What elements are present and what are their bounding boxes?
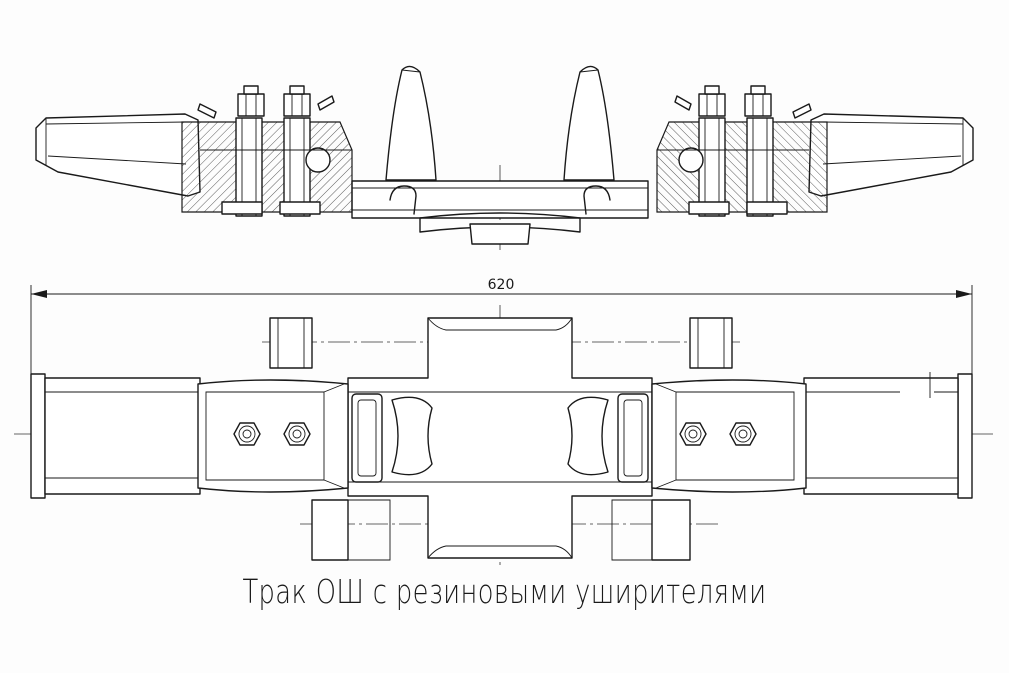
bottom-lug-right-plan [612,500,690,560]
side-view [36,66,973,250]
central-body-side [352,181,648,244]
bolt-nut-icon [284,423,310,445]
rubber-extender-right-plan [804,372,972,498]
top-lug-right-plan [690,318,732,368]
rubber-extender-right-side [809,114,973,196]
bolt-nut-icon [234,423,260,445]
bolt-nut-icon [730,423,756,445]
dimension-value: 620 [488,277,515,293]
cam-right-plan [568,397,608,474]
bottom-lug-left-plan [312,500,390,560]
window-right-plan [618,394,648,482]
clamp-assembly-left-side [182,86,352,216]
clamp-plate-right-plan [652,380,806,492]
window-left-plan [352,394,382,482]
rubber-extender-left-plan [31,374,200,498]
cam-left-plan [392,397,432,474]
dimension-620: 620 [31,277,972,374]
top-lug-left-plan [270,318,312,368]
clamp-assembly-right-side [657,86,827,216]
guide-horn-left-side [386,66,436,180]
clamp-plate-left-plan [198,380,348,492]
rubber-extender-left-side [36,114,200,196]
plan-view [14,305,995,565]
bolt-nut-icon [680,423,706,445]
drawing-caption: Трак ОШ с резиновыми уширителями [242,572,767,611]
guide-horn-right-side [564,66,614,180]
central-body-plan [348,318,652,558]
